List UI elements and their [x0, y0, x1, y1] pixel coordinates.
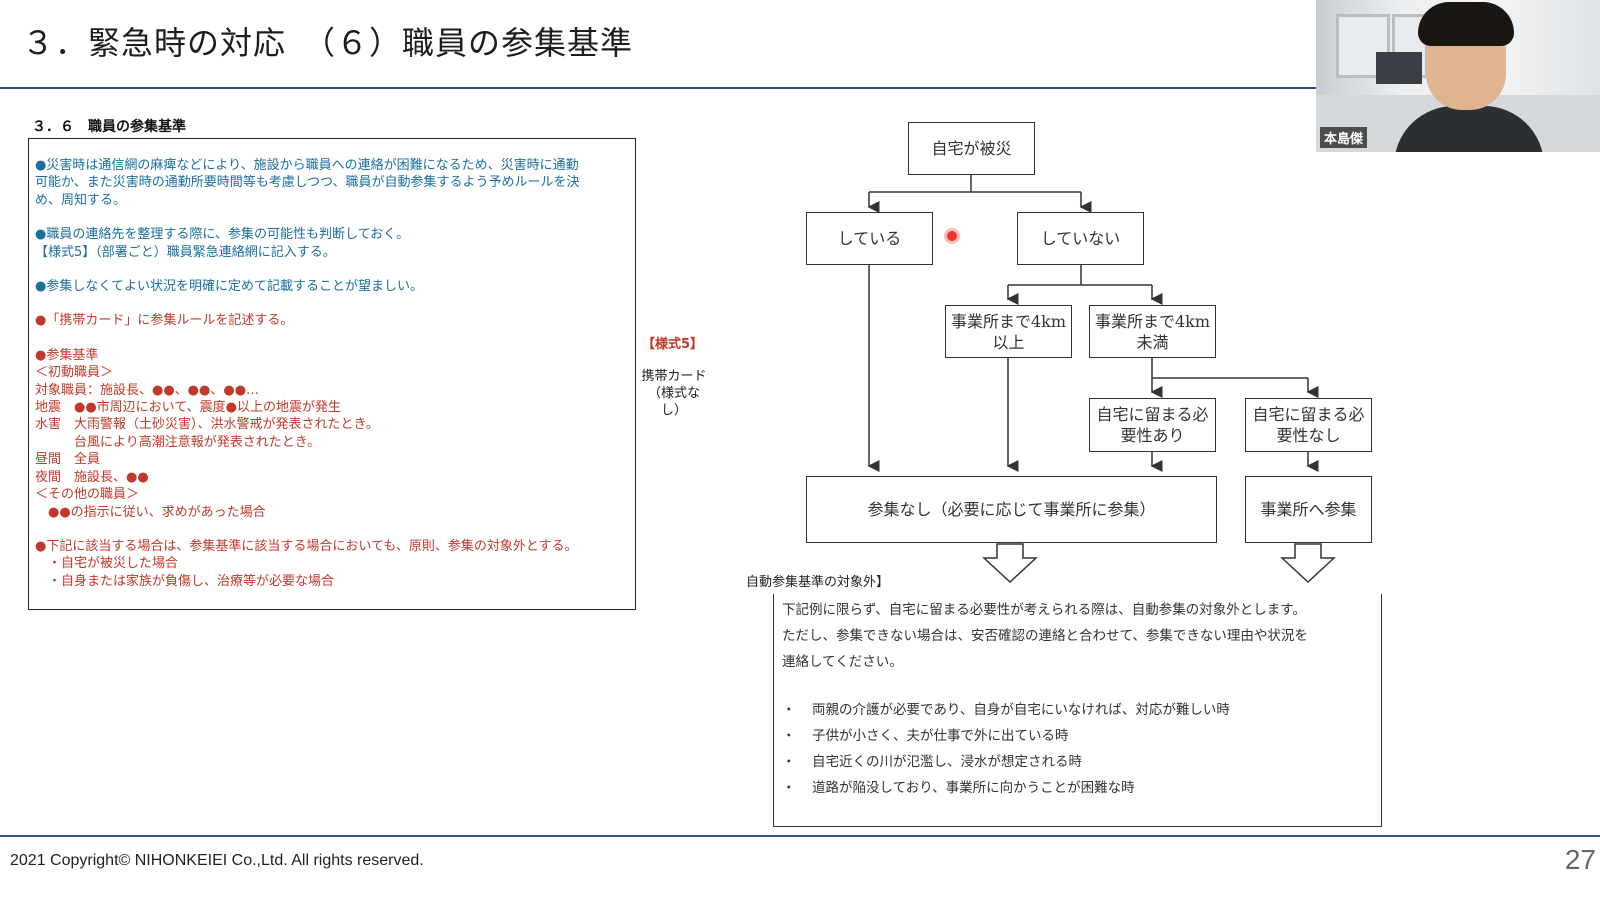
page-number: 27	[1564, 844, 1596, 875]
rule-line: ＜初動職員＞	[35, 365, 114, 381]
section-heading: ３．６ 職員の参集基準	[32, 119, 186, 135]
rule-line: 【様式5】（部署ごと）職員緊急連絡網に記入する。	[35, 244, 336, 260]
node-no: していない	[1017, 212, 1144, 265]
exclusion-intro: 下記例に限らず、自宅に留まる必要性が考えられる際は、自動参集の対象外とします。た…	[782, 597, 1373, 675]
exclusion-label: 自動参集基準の対象外】	[746, 575, 890, 590]
title-divider	[0, 87, 1316, 89]
exclusion-example: 道路が陥没しており、事業所に向かうことが困難な時	[782, 775, 1373, 801]
background-window	[1336, 14, 1390, 78]
rule-line: 水害 大雨警報（土砂災害）、洪水警戒が発表されたとき。	[35, 417, 379, 433]
rule-line: 可能か、また災害時の通勤所要時間等も考慮しつつ、職員が自動参集するよう予めルール…	[35, 175, 580, 191]
rule-line: 地震 ●●市周辺において、震度●以上の地震が発生	[35, 400, 341, 416]
exclusion-example: 両親の介護が必要であり、自身が自宅にいなければ、対応が難しい時	[782, 697, 1373, 723]
rule-line: ●災害時は通信網の麻痺などにより、施設から職員への連絡が困難になるため、災害時に…	[35, 158, 579, 173]
exclusion-box: 下記例に限らず、自宅に留まる必要性が考えられる際は、自動参集の対象外とします。た…	[773, 594, 1382, 827]
rule-line: ・自宅が被災した場合	[35, 556, 179, 572]
rule-line: 夜間 施設長、●●	[35, 469, 149, 485]
rule-line: 対象職員：施設長、●●、●●、●●…	[35, 382, 260, 398]
attendance-rules-box: ●災害時は通信網の麻痺などにより、施設から職員への連絡が困難になるため、災害時に…	[28, 138, 636, 610]
node-under-4km: 事業所まで4km未満	[1089, 305, 1216, 358]
rule-line: ●●の指示に従い、求めがあった場合	[35, 504, 266, 520]
rule-line: 昼間 全員	[35, 452, 101, 468]
carry-card-note: 携帯カード（様式なし）	[641, 369, 707, 418]
node-over-4km: 事業所まで4km以上	[945, 305, 1072, 358]
rule-line: ＜その他の職員＞	[35, 487, 140, 503]
webcam-video: 本島傑	[1316, 0, 1600, 152]
laser-pointer	[947, 231, 957, 241]
copyright-text: 2021 Copyright© NIHONKEIEI Co.,Ltd. All …	[10, 852, 424, 869]
node-home-damaged: 自宅が被災	[908, 122, 1035, 175]
presenter-hair	[1418, 2, 1514, 46]
node-no-attendance: 参集なし（必要に応じて事業所に参集）	[806, 476, 1217, 543]
rule-line: ●職員の連絡先を整理する際に、参集の可能性も判断しておく。	[35, 227, 410, 243]
node-attend-office: 事業所へ参集	[1245, 476, 1372, 543]
node-no-need-stay: 自宅に留まる必要性なし	[1245, 398, 1372, 452]
footer-divider	[0, 835, 1600, 837]
background-monitor	[1376, 52, 1422, 84]
exclusion-intro-line: 下記例に限らず、自宅に留まる必要性が考えられる際は、自動参集の対象外とします。	[782, 602, 1306, 618]
rule-line: ●「携帯カード」に参集ルールを記述する。	[35, 313, 294, 329]
slide-title: ３．緊急時の対応 （６）職員の参集基準	[22, 24, 634, 62]
exclusion-example: 子供が小さく、夫が仕事で外に出ている時	[782, 723, 1373, 749]
exclusion-intro-line: 連絡してください。	[782, 654, 903, 670]
form-tag: 【様式5】	[642, 337, 704, 352]
node-need-stay: 自宅に留まる必要性あり	[1089, 398, 1216, 452]
exclusion-intro-line: ただし、参集できない場合は、安否確認の連絡と合わせて、参集できない理由や状況を	[782, 628, 1308, 644]
rule-line: め、周知する。	[35, 192, 127, 208]
rule-line: ●参集しなくてよい状況を明確に定めて記載することが望ましい。	[35, 279, 423, 295]
exclusion-example: 自宅近くの川が氾濫し、浸水が想定される時	[782, 749, 1373, 775]
exclusion-examples: 両親の介護が必要であり、自身が自宅にいなければ、対応が難しい時子供が小さく、夫が…	[782, 697, 1373, 801]
rule-line: ●下記に該当する場合は、参集基準に該当する場合においても、原則、参集の対象外とす…	[35, 538, 578, 554]
presenter-name: 本島傑	[1320, 127, 1368, 148]
node-yes: している	[806, 212, 933, 265]
rule-line: ●参集基準	[35, 347, 99, 363]
rule-line: 台風により高潮注意報が発表されたとき。	[35, 434, 321, 450]
rule-line: ・自身または家族が負傷し、治療等が必要な場合	[35, 573, 335, 589]
